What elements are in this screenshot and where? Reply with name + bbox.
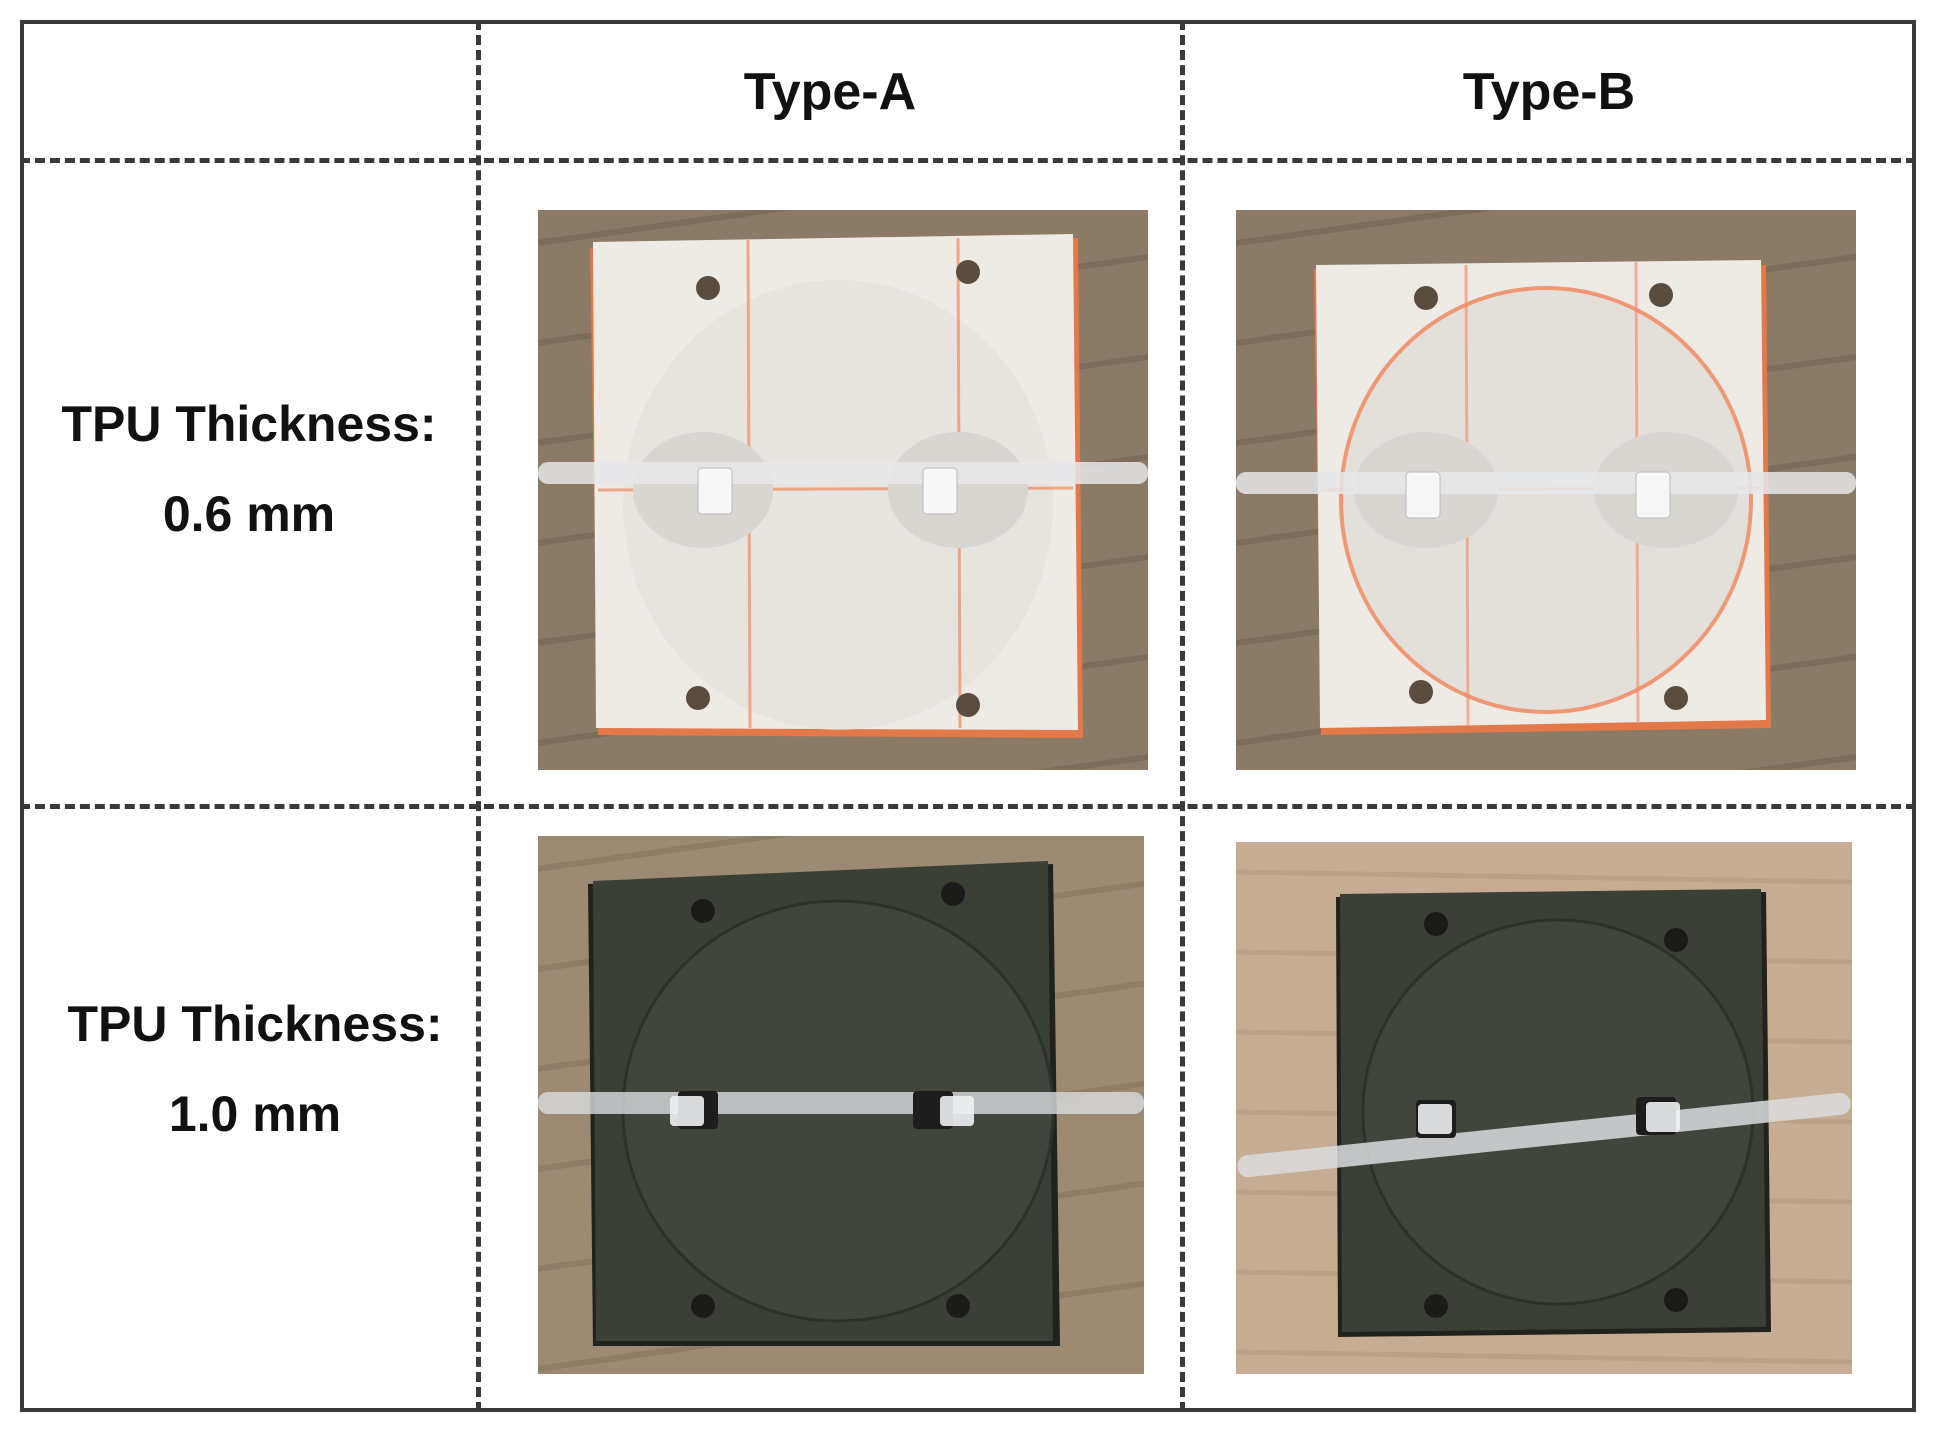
photo-type-b-0-6mm <box>1236 210 1856 770</box>
row-1-label-thickness: TPU Thickness: <box>61 396 437 452</box>
row-divider-1 <box>20 158 1916 163</box>
table-frame <box>20 20 1916 1412</box>
row-2-label-thickness: TPU Thickness: <box>67 996 443 1052</box>
column-divider-1 <box>476 20 481 1412</box>
photo-type-b-1-0mm <box>1236 842 1852 1374</box>
column-header-type-a: Type-A <box>743 63 917 121</box>
row-2-label-value: 1.0 mm <box>168 1086 342 1142</box>
column-divider-2 <box>1180 20 1185 1412</box>
row-divider-2 <box>20 804 1916 809</box>
photo-type-a-0-6mm <box>538 210 1148 770</box>
column-header-type-b: Type-B <box>1462 63 1636 121</box>
row-1-label-value: 0.6 mm <box>162 486 336 542</box>
photo-type-a-1-0mm <box>538 836 1144 1374</box>
